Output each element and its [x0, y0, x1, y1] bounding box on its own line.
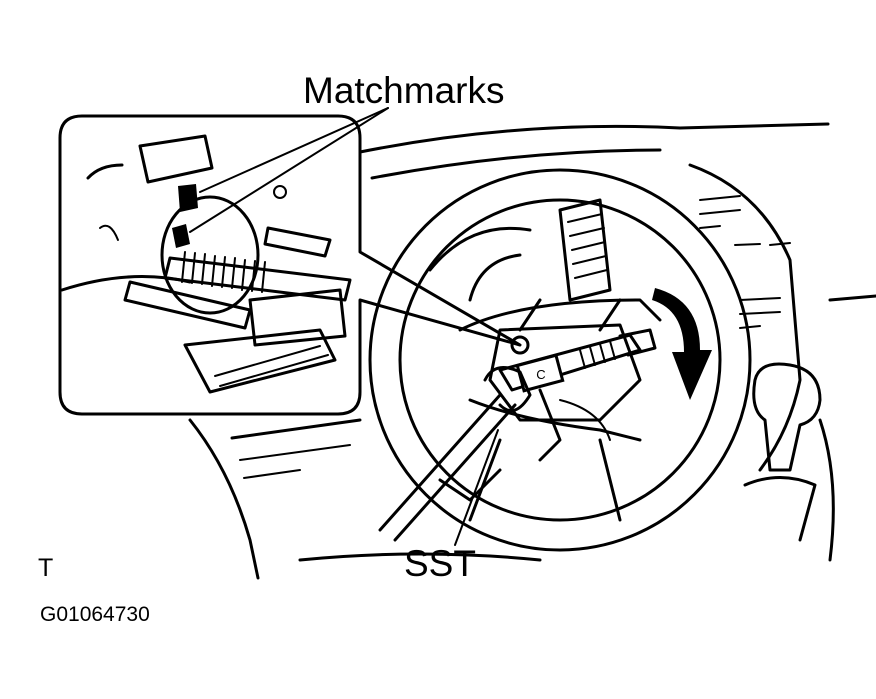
svg-text:C: C	[536, 367, 545, 382]
sst-leader-line	[454, 429, 499, 546]
dashboard	[188, 122, 876, 580]
gear-shift-knob	[743, 362, 822, 542]
sst-puller-tool: C	[498, 328, 657, 393]
figure-id-label: G01064730	[40, 603, 150, 626]
wrench	[378, 366, 532, 542]
instrument-cluster	[428, 226, 532, 302]
steering-hub	[488, 323, 642, 462]
matchmarks-label: Matchmarks	[303, 70, 505, 111]
matchmarks-leader-lines	[189, 107, 389, 233]
sst-label: SST	[404, 543, 476, 584]
view-code-label: T	[38, 554, 54, 582]
matchmarks-detail-inset	[58, 114, 522, 416]
center-air-vent	[558, 198, 612, 302]
rotation-arrow	[652, 288, 712, 400]
